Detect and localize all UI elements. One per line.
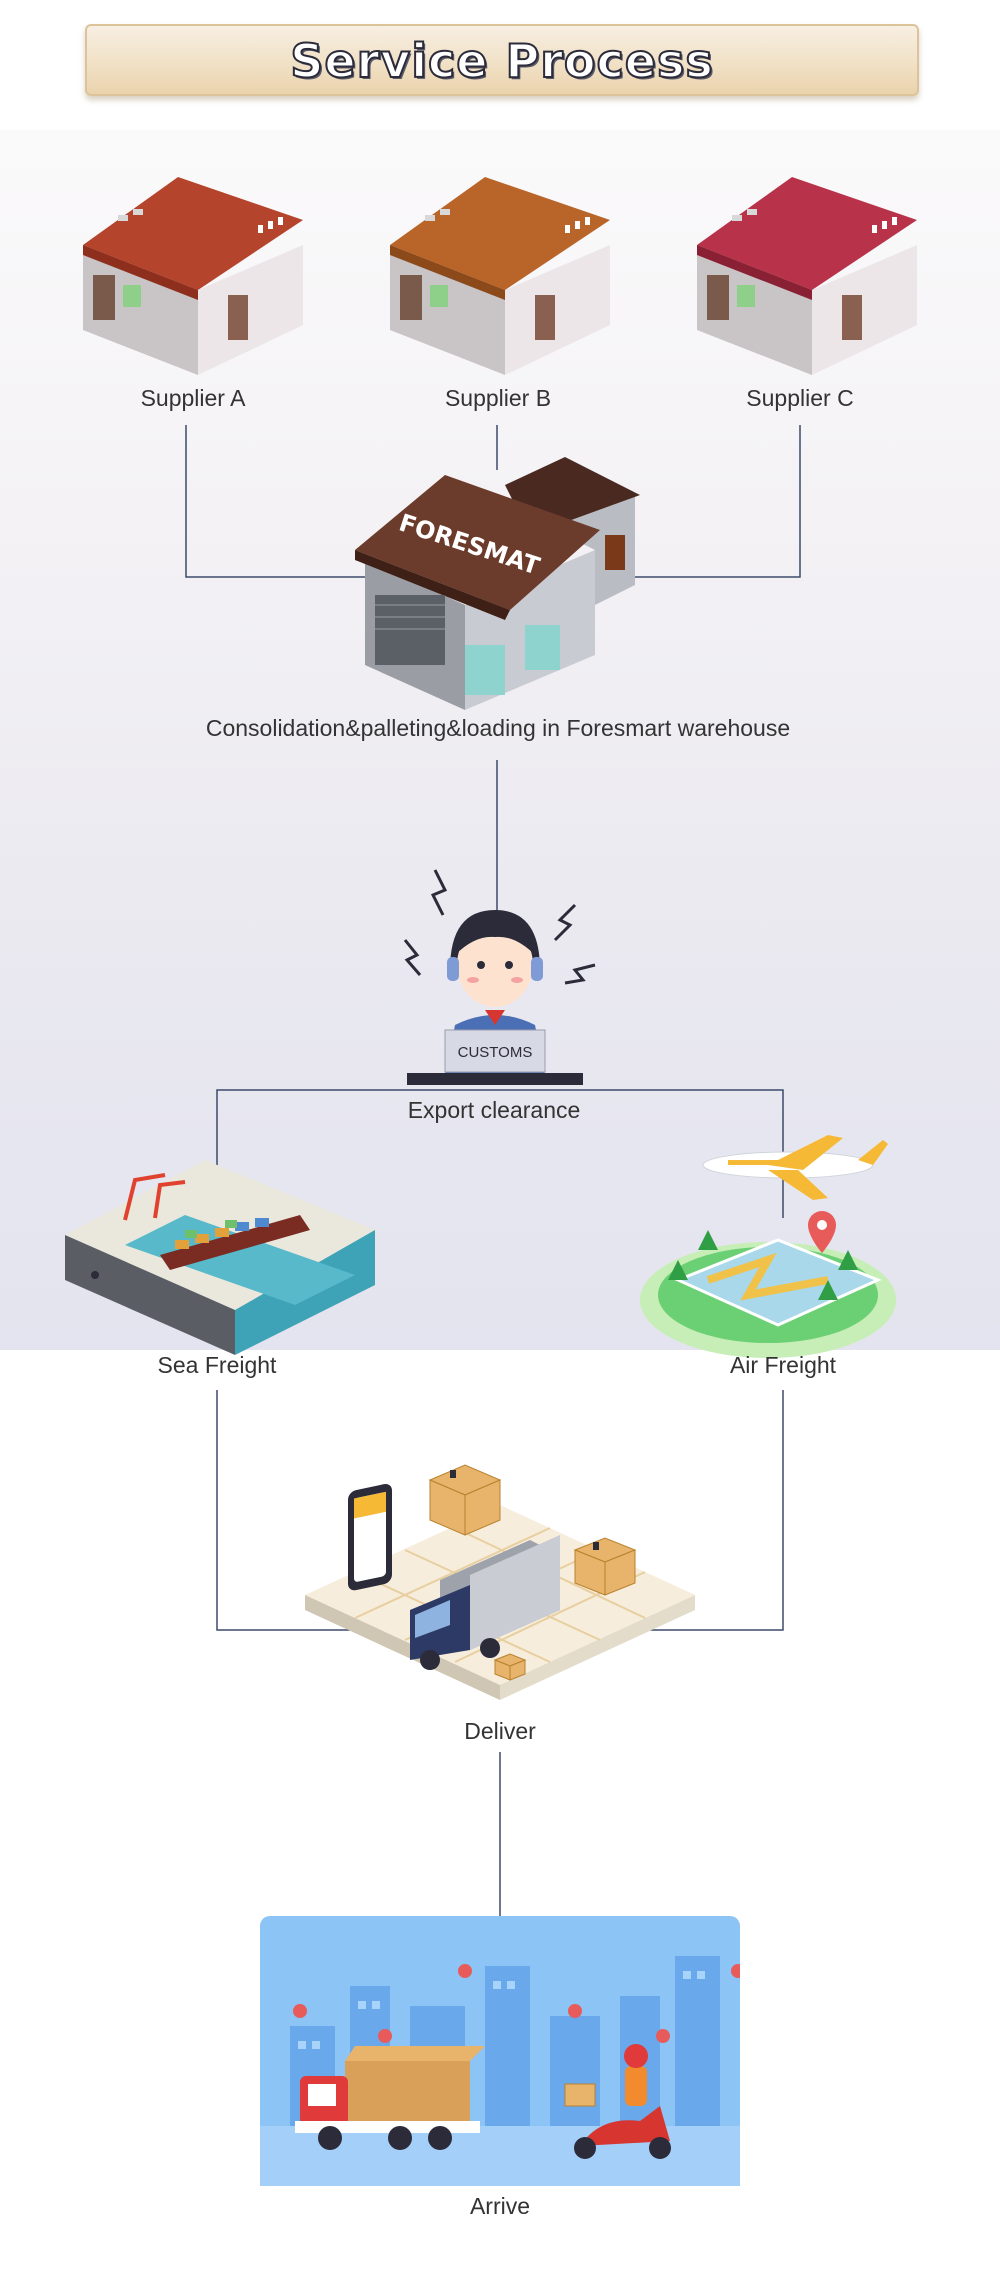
customs-label: Export clearance (407, 1097, 581, 1123)
air-freight-map-icon (640, 1135, 896, 1358)
connector-supplier-c (620, 425, 801, 578)
arrive-city-icon (260, 1916, 740, 2186)
connector-supplier-a (185, 425, 380, 578)
deliver-truck-icon (305, 1464, 695, 1700)
connector-sea-deliver (216, 1390, 360, 1631)
supplier-c-warehouse-icon (697, 177, 917, 375)
deliver-label: Deliver (464, 1718, 536, 1744)
customs-agent-icon: CUSTOMS (403, 869, 596, 1085)
warehouse-label: Consolidation&palleting&loading in Fores… (205, 715, 791, 741)
air-freight-label: Air Freight (729, 1352, 837, 1378)
arrive-label: Arrive (469, 2193, 531, 2219)
title-banner: Service Process (85, 24, 919, 96)
supplier-b-label: Supplier B (444, 385, 552, 411)
supplier-b-warehouse-icon (390, 177, 610, 375)
foresmart-warehouse-icon: FORESMAT (355, 457, 640, 710)
supplier-a-label: Supplier A (140, 385, 246, 411)
customs-desk-text: CUSTOMS (458, 1044, 533, 1061)
sea-freight-label: Sea Freight (157, 1352, 277, 1378)
supplier-a-warehouse-icon (83, 177, 303, 375)
supplier-c-label: Supplier C (746, 385, 854, 411)
sea-freight-port-icon (65, 1160, 375, 1355)
page-title: Service Process (289, 33, 714, 89)
connector-air-deliver (640, 1390, 784, 1631)
